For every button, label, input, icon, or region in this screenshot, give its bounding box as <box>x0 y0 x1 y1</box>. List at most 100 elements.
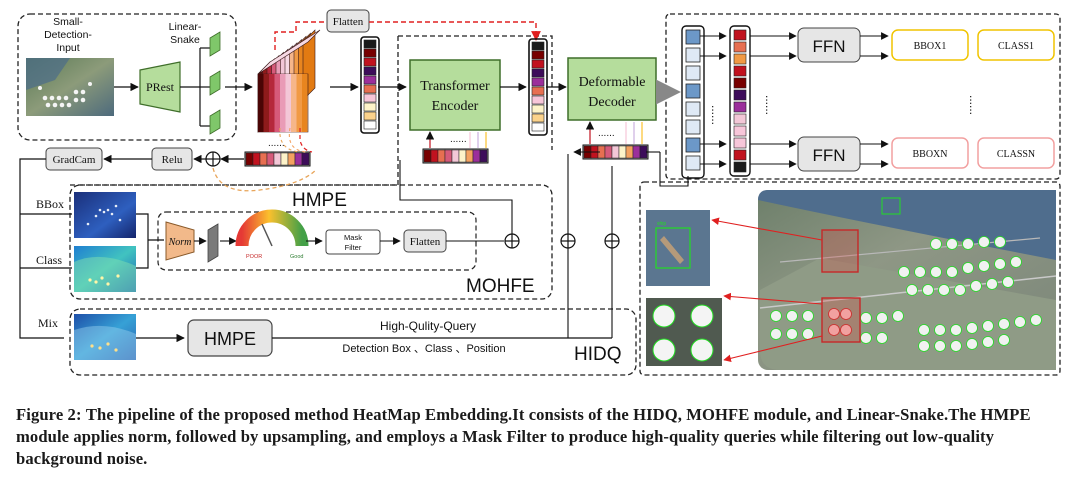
mohfe-region <box>69 184 553 300</box>
cube-front-stripe <box>280 74 286 132</box>
query-cell <box>685 29 701 45</box>
svg-text:Flatten: Flatten <box>410 236 441 248</box>
tank-detection <box>966 322 978 334</box>
tank-detection <box>914 266 926 278</box>
token-cell <box>363 84 377 94</box>
quality-gauge: POOR Good <box>235 209 309 260</box>
position-token <box>632 145 641 159</box>
class1-box: CLASS1 <box>977 29 1055 61</box>
cube-front-stripe <box>291 74 297 132</box>
svg-text:Encoder: Encoder <box>432 99 479 114</box>
tank-detection <box>918 340 930 352</box>
linear-snake-layers <box>209 31 221 135</box>
tank-detection <box>860 332 872 344</box>
token-column-2 <box>528 38 548 136</box>
tank-highlight <box>828 324 840 336</box>
cube-front-stripe <box>263 74 269 132</box>
tank-detection <box>1014 316 1026 328</box>
output-column-frame <box>729 25 751 177</box>
svg-text:CLASSN: CLASSN <box>997 149 1035 160</box>
svg-text:Decoder: Decoder <box>588 95 636 110</box>
tank-detection <box>930 238 942 250</box>
tank-detection <box>802 328 814 340</box>
output-token <box>733 101 747 113</box>
tank-detection <box>962 238 974 250</box>
output-token <box>733 65 747 77</box>
svg-text:Linear-: Linear- <box>169 21 202 33</box>
token-cell <box>531 104 545 114</box>
hidq-region-label: HIDQ <box>574 344 622 365</box>
svg-text:Mask: Mask <box>344 233 362 242</box>
mask-filter-box: Mask Filter <box>325 229 381 255</box>
tank-detection <box>922 284 934 296</box>
vertical-dots-right: ...... <box>967 95 981 115</box>
position-token <box>280 152 289 166</box>
token-cell <box>531 122 545 132</box>
hmpe-dots: ...... <box>268 138 285 149</box>
hmpe-tokens <box>244 151 311 167</box>
tank-detection <box>946 238 958 250</box>
output-token <box>733 113 747 125</box>
position-token <box>604 145 613 159</box>
ffn-top-box: FFN <box>797 27 861 63</box>
feature-cube <box>257 29 321 133</box>
bbox-side-label: BBox <box>36 197 64 211</box>
caption-text: The pipeline of the proposed method Heat… <box>16 405 1031 468</box>
tank-detection <box>876 312 888 324</box>
relu-box: Relu <box>151 147 193 171</box>
query-cell <box>685 101 701 117</box>
tank-detection <box>978 260 990 272</box>
hmpe-region-outline <box>70 36 399 186</box>
tank-detection <box>1010 256 1022 268</box>
token-cell <box>363 120 377 130</box>
tank-detection <box>982 320 994 332</box>
position-token <box>301 152 310 166</box>
output-token <box>733 137 747 149</box>
position-token <box>625 145 634 159</box>
tank-detection <box>934 324 946 336</box>
vertical-dots-mid: ...... <box>763 95 777 115</box>
token-cell <box>363 57 377 67</box>
tank-highlight <box>828 308 840 320</box>
output-token <box>733 53 747 65</box>
hq-query-label: High-Qulity-Query <box>380 319 476 333</box>
tank-detection <box>930 266 942 278</box>
mix-side-label: Mix <box>38 316 58 330</box>
svg-text:Input: Input <box>56 42 79 54</box>
svg-text:Relu: Relu <box>162 154 183 166</box>
query-cell <box>685 119 701 135</box>
cube-top <box>257 29 321 75</box>
tanks-crop-image <box>646 298 722 366</box>
orange-dashed-loop <box>212 167 317 192</box>
svg-text:Norm: Norm <box>168 237 192 248</box>
svg-text:CLASS1: CLASS1 <box>998 41 1034 52</box>
pipeline-diagram: Small- Detection- Input PRest Linear- Sn… <box>17 9 1061 376</box>
token-cell <box>531 86 545 96</box>
cube-front-stripe <box>302 74 308 132</box>
query-column <box>681 25 705 179</box>
transformer-encoder-block: Transformer Encoder <box>409 59 501 131</box>
tank-highlight <box>840 308 852 320</box>
svg-text:Good: Good <box>290 254 303 260</box>
position-token-frame <box>422 148 489 164</box>
query-cell <box>685 65 701 81</box>
tank-detection <box>898 266 910 278</box>
class-heatmap-image <box>74 246 136 292</box>
position-token <box>273 152 282 166</box>
position-token <box>444 149 453 163</box>
deformable-decoder-block: Deformable Decoder <box>567 57 657 121</box>
mohfe-region-label: MOHFE <box>466 276 535 297</box>
position-token <box>245 152 254 166</box>
output-token <box>733 29 747 41</box>
ship-crop-image: ship <box>646 210 710 286</box>
token-cell <box>531 95 545 105</box>
aerial-detection-image <box>758 190 1057 370</box>
tank-detection <box>954 284 966 296</box>
position-token <box>423 149 432 163</box>
position-token <box>611 145 620 159</box>
hmpe-box: HMPE <box>187 319 273 357</box>
cube-front-stripe <box>296 74 302 132</box>
hmpe-region-label: HMPE <box>292 190 347 211</box>
output-token <box>733 89 747 101</box>
query-column-frame <box>681 25 705 179</box>
